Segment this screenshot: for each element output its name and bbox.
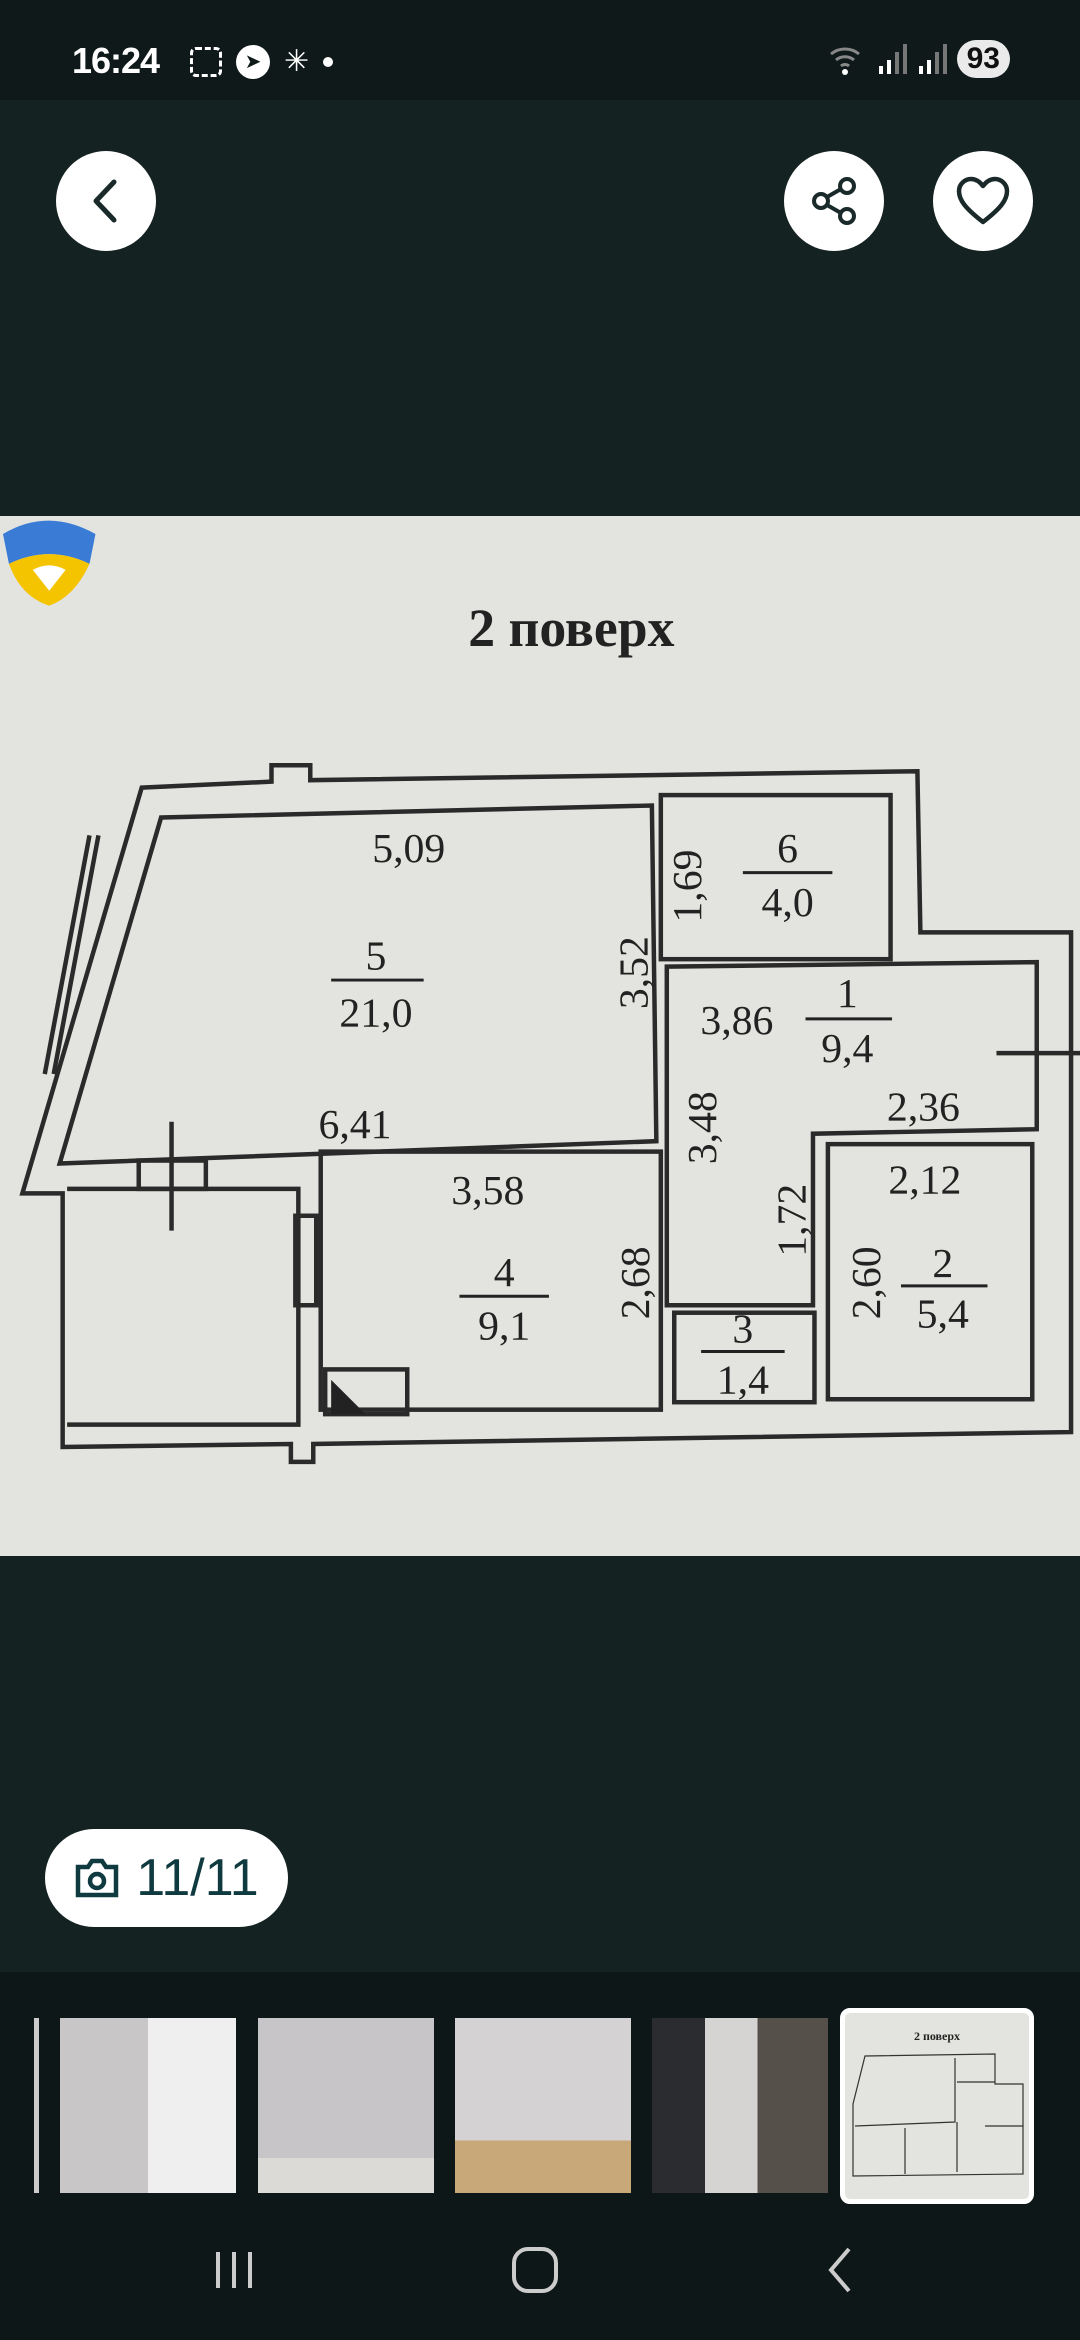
dim-label: 3,86 (700, 998, 773, 1044)
favorite-button[interactable] (933, 151, 1033, 251)
back-button[interactable] (56, 151, 156, 251)
floor-title: 2 поверх (468, 598, 674, 658)
dim-label: 3,58 (451, 1168, 524, 1214)
room-number: 3 (732, 1307, 753, 1353)
photo-counter[interactable]: 11/11 (45, 1829, 288, 1927)
room-number: 1 (837, 971, 858, 1017)
thumbnail-photo-10[interactable]: photo-10 (652, 2018, 828, 2193)
asterisk-icon: ✳ (284, 45, 310, 78)
room-number: 6 (777, 826, 798, 872)
floor-plan-drawing: 2 поверх 5,09 5 21,0 6,41 3,52 1,69 6 4,… (2, 520, 1080, 1465)
dim-label: 1,72 (770, 1184, 816, 1257)
room-area: 21,0 (339, 990, 412, 1036)
dim-label: 6,41 (318, 1102, 391, 1148)
thumbnail-title: 2 поверх (913, 2029, 961, 2043)
room-area: 9,1 (478, 1304, 530, 1350)
home-icon (512, 2247, 558, 2293)
dim-label: 2,36 (887, 1084, 960, 1130)
dim-label: 2,68 (613, 1246, 659, 1319)
thumbnail-photo-7[interactable]: photo-7 (60, 2018, 236, 2193)
recents-icon (216, 2252, 252, 2288)
logo-icon (2, 520, 96, 606)
thumbnail-photo-11-selected[interactable]: 2 поверх photo-11 (840, 2008, 1034, 2204)
room-number: 4 (494, 1250, 515, 1296)
nav-recents-button[interactable] (184, 2240, 284, 2300)
nav-back-icon (828, 2247, 851, 2293)
notification-icons: ➤ ✳ (190, 44, 334, 79)
dim-label: 5,09 (372, 826, 445, 872)
room-number: 2 (932, 1241, 953, 1287)
telegram-icon: ➤ (236, 44, 270, 79)
room-number: 5 (365, 934, 386, 980)
share-button[interactable] (784, 151, 884, 251)
camera-icon (76, 1858, 119, 1898)
share-icon (812, 177, 856, 225)
floor-plan-image[interactable]: 2 поверх 5,09 5 21,0 6,41 3,52 1,69 6 4,… (0, 516, 1080, 1556)
nav-back-button[interactable] (790, 2240, 890, 2300)
thumbnail-photo-8[interactable]: photo-8 (258, 2018, 434, 2193)
room-area: 9,4 (821, 1026, 873, 1072)
dim-label: 2,12 (888, 1157, 961, 1203)
signal-icon (878, 44, 907, 74)
nav-home-button[interactable] (485, 2240, 585, 2300)
dim-label: 1,69 (665, 850, 711, 923)
thumbnail-photo-9[interactable]: photo-9 (455, 2018, 631, 2193)
dim-label: 3,52 (611, 936, 657, 1009)
thumbnail-partial[interactable] (34, 2018, 39, 2193)
dot-icon (323, 56, 334, 67)
back-icon (93, 179, 117, 223)
room-area: 5,4 (917, 1292, 969, 1338)
dim-label: 2,60 (844, 1246, 890, 1319)
counter-text: 11/11 (136, 1849, 259, 1907)
status-time: 16:24 (72, 40, 160, 81)
screenshot-icon (190, 46, 222, 77)
thumbnail-strip[interactable]: photo-7 photo-8 photo-9 photo-10 2 повер… (0, 1972, 1080, 2340)
wifi-icon (829, 47, 860, 75)
status-bar: 16:24 ➤ ✳ 93 (0, 0, 1080, 100)
room-area: 4,0 (762, 880, 814, 926)
battery-indicator: 93 (956, 40, 1010, 78)
heart-icon (956, 176, 1010, 225)
room-area: 1,4 (717, 1357, 769, 1403)
signal-icon-2 (918, 44, 947, 74)
system-icons: 93 (827, 40, 1010, 78)
thumbnail-plan-icon (852, 2053, 1024, 2177)
dim-label: 3,48 (680, 1091, 726, 1164)
